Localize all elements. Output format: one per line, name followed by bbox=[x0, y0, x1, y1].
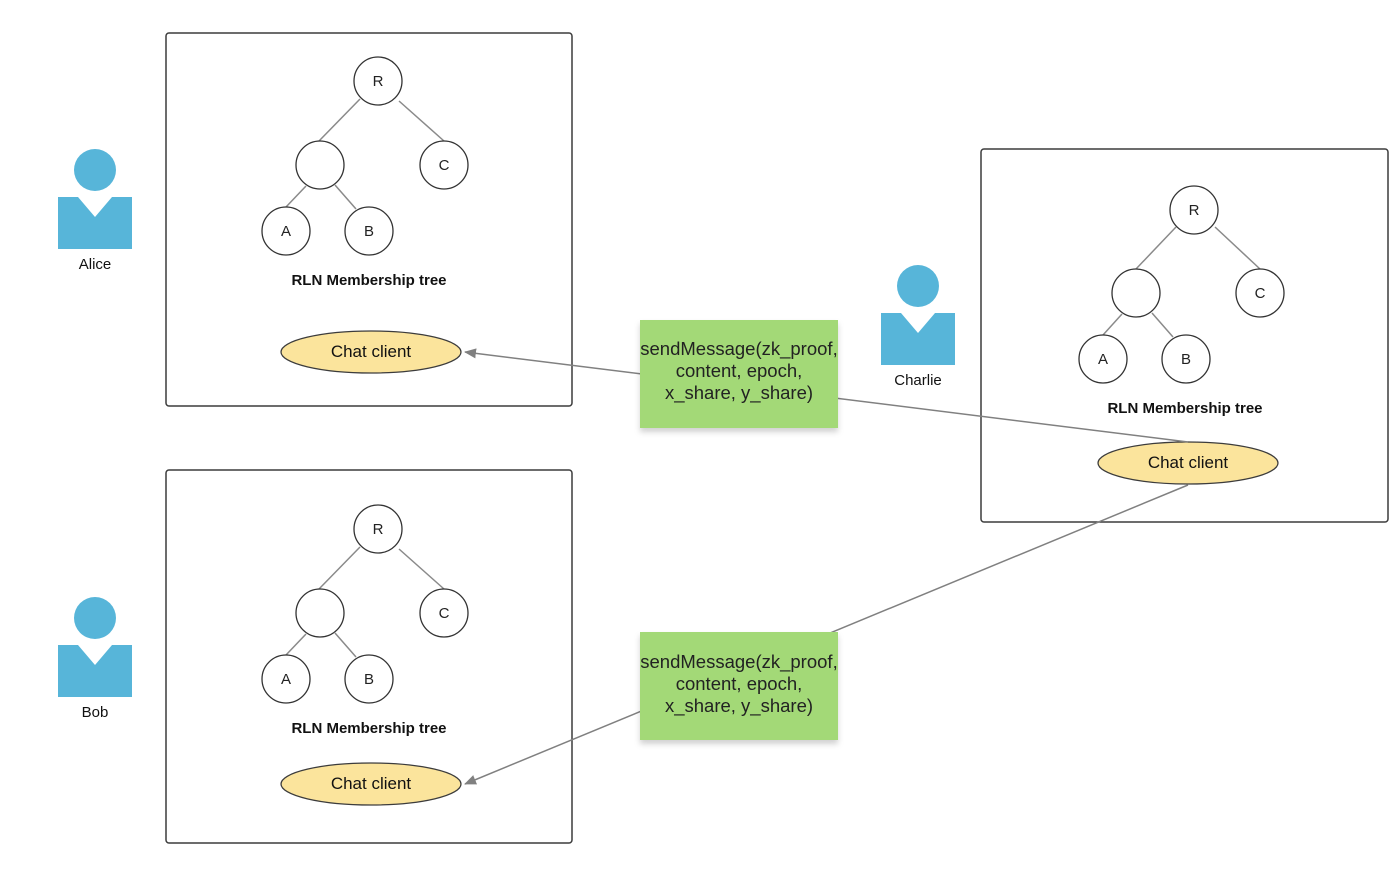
tree-edge bbox=[318, 98, 361, 142]
note-line: content, epoch, bbox=[676, 360, 803, 381]
tree-edge bbox=[1214, 226, 1261, 270]
tree-node-inner bbox=[1111, 268, 1161, 318]
tree-node-root bbox=[1169, 185, 1219, 235]
tree-edge bbox=[334, 184, 357, 210]
note-line: content, epoch, bbox=[676, 673, 803, 694]
person-name: Charlie bbox=[894, 372, 942, 389]
tree-title: RLN Membership tree bbox=[1107, 400, 1262, 417]
person-charlie: Charlie bbox=[881, 265, 955, 389]
tree-edge bbox=[398, 548, 445, 590]
tree-node-inner bbox=[295, 588, 345, 638]
note-line: sendMessage(zk_proof, bbox=[640, 338, 837, 360]
tree-node-root bbox=[353, 504, 403, 554]
chat-client-label: Chat client bbox=[331, 774, 412, 793]
bob-membership-tree: R C A B RLN Membership tree bbox=[261, 504, 469, 737]
tree-node-a bbox=[261, 654, 311, 704]
tree-node-inner bbox=[295, 140, 345, 190]
tree-node-b bbox=[1161, 334, 1211, 384]
tree-node-a bbox=[261, 206, 311, 256]
charlie-membership-tree: R C A B RLN Membership tree bbox=[1078, 185, 1285, 417]
tree-edge bbox=[318, 546, 361, 590]
tree-edge bbox=[1135, 226, 1177, 270]
note-background bbox=[640, 632, 838, 740]
tree-node-b bbox=[344, 654, 394, 704]
chat-client-label: Chat client bbox=[1148, 453, 1229, 472]
tree-node-root-label: R bbox=[373, 73, 384, 90]
user-icon bbox=[58, 149, 132, 249]
tree-node-a bbox=[1078, 334, 1128, 384]
tree-edge bbox=[334, 632, 357, 658]
note-background bbox=[640, 320, 838, 428]
chat-client-shape[interactable] bbox=[280, 330, 462, 374]
panel-charlie: R C A B RLN Membership tree Chat client bbox=[980, 148, 1389, 523]
tree-edge bbox=[1102, 313, 1123, 336]
chat-client-label: Chat client bbox=[331, 342, 412, 361]
tree-edge bbox=[398, 100, 445, 142]
bob-chat-client[interactable]: Chat client bbox=[280, 762, 462, 806]
tree-node-b bbox=[344, 206, 394, 256]
tree-node-c-label: C bbox=[439, 157, 450, 174]
panel-alice: R C A B RLN Membership tree Chat client bbox=[165, 32, 573, 407]
tree-node-root-label: R bbox=[373, 521, 384, 538]
tree-node-a-label: A bbox=[1098, 351, 1108, 368]
tree-node-c bbox=[419, 588, 469, 638]
alice-chat-client[interactable]: Chat client bbox=[280, 330, 462, 374]
tree-edge bbox=[1151, 312, 1174, 338]
tree-node-root bbox=[353, 56, 403, 106]
tree-node-b-label: B bbox=[364, 671, 374, 688]
tree-node-c-label: C bbox=[439, 605, 450, 622]
tree-title: RLN Membership tree bbox=[291, 720, 446, 737]
tree-node-a-label: A bbox=[281, 223, 291, 240]
person-alice: Alice bbox=[58, 149, 132, 273]
tree-node-a-label: A bbox=[281, 671, 291, 688]
note-line: x_share, y_share) bbox=[665, 695, 813, 717]
note-line: x_share, y_share) bbox=[665, 382, 813, 404]
note-line: sendMessage(zk_proof, bbox=[640, 651, 837, 673]
tree-title: RLN Membership tree bbox=[291, 272, 446, 289]
user-icon bbox=[881, 265, 955, 365]
tree-edge bbox=[285, 185, 307, 208]
person-name: Alice bbox=[79, 256, 112, 273]
person-name: Bob bbox=[82, 704, 109, 721]
tree-node-c bbox=[1235, 268, 1285, 318]
tree-node-c bbox=[419, 140, 469, 190]
message-note-to-bob: sendMessage(zk_proof, content, epoch, x_… bbox=[640, 632, 838, 740]
message-note-to-alice: sendMessage(zk_proof, content, epoch, x_… bbox=[640, 320, 838, 428]
chat-client-shape[interactable] bbox=[280, 762, 462, 806]
tree-edge bbox=[285, 633, 307, 656]
tree-node-c-label: C bbox=[1255, 285, 1266, 302]
person-bob: Bob bbox=[58, 597, 132, 721]
tree-node-root-label: R bbox=[1189, 202, 1200, 219]
panel-bob: R C A B RLN Membership tree Chat client bbox=[165, 469, 573, 844]
alice-membership-tree: R C A B RLN Membership tree bbox=[261, 56, 469, 289]
user-icon bbox=[58, 597, 132, 697]
tree-node-b-label: B bbox=[1181, 351, 1191, 368]
tree-node-b-label: B bbox=[364, 223, 374, 240]
charlie-chat-client[interactable]: Chat client bbox=[1097, 441, 1279, 485]
